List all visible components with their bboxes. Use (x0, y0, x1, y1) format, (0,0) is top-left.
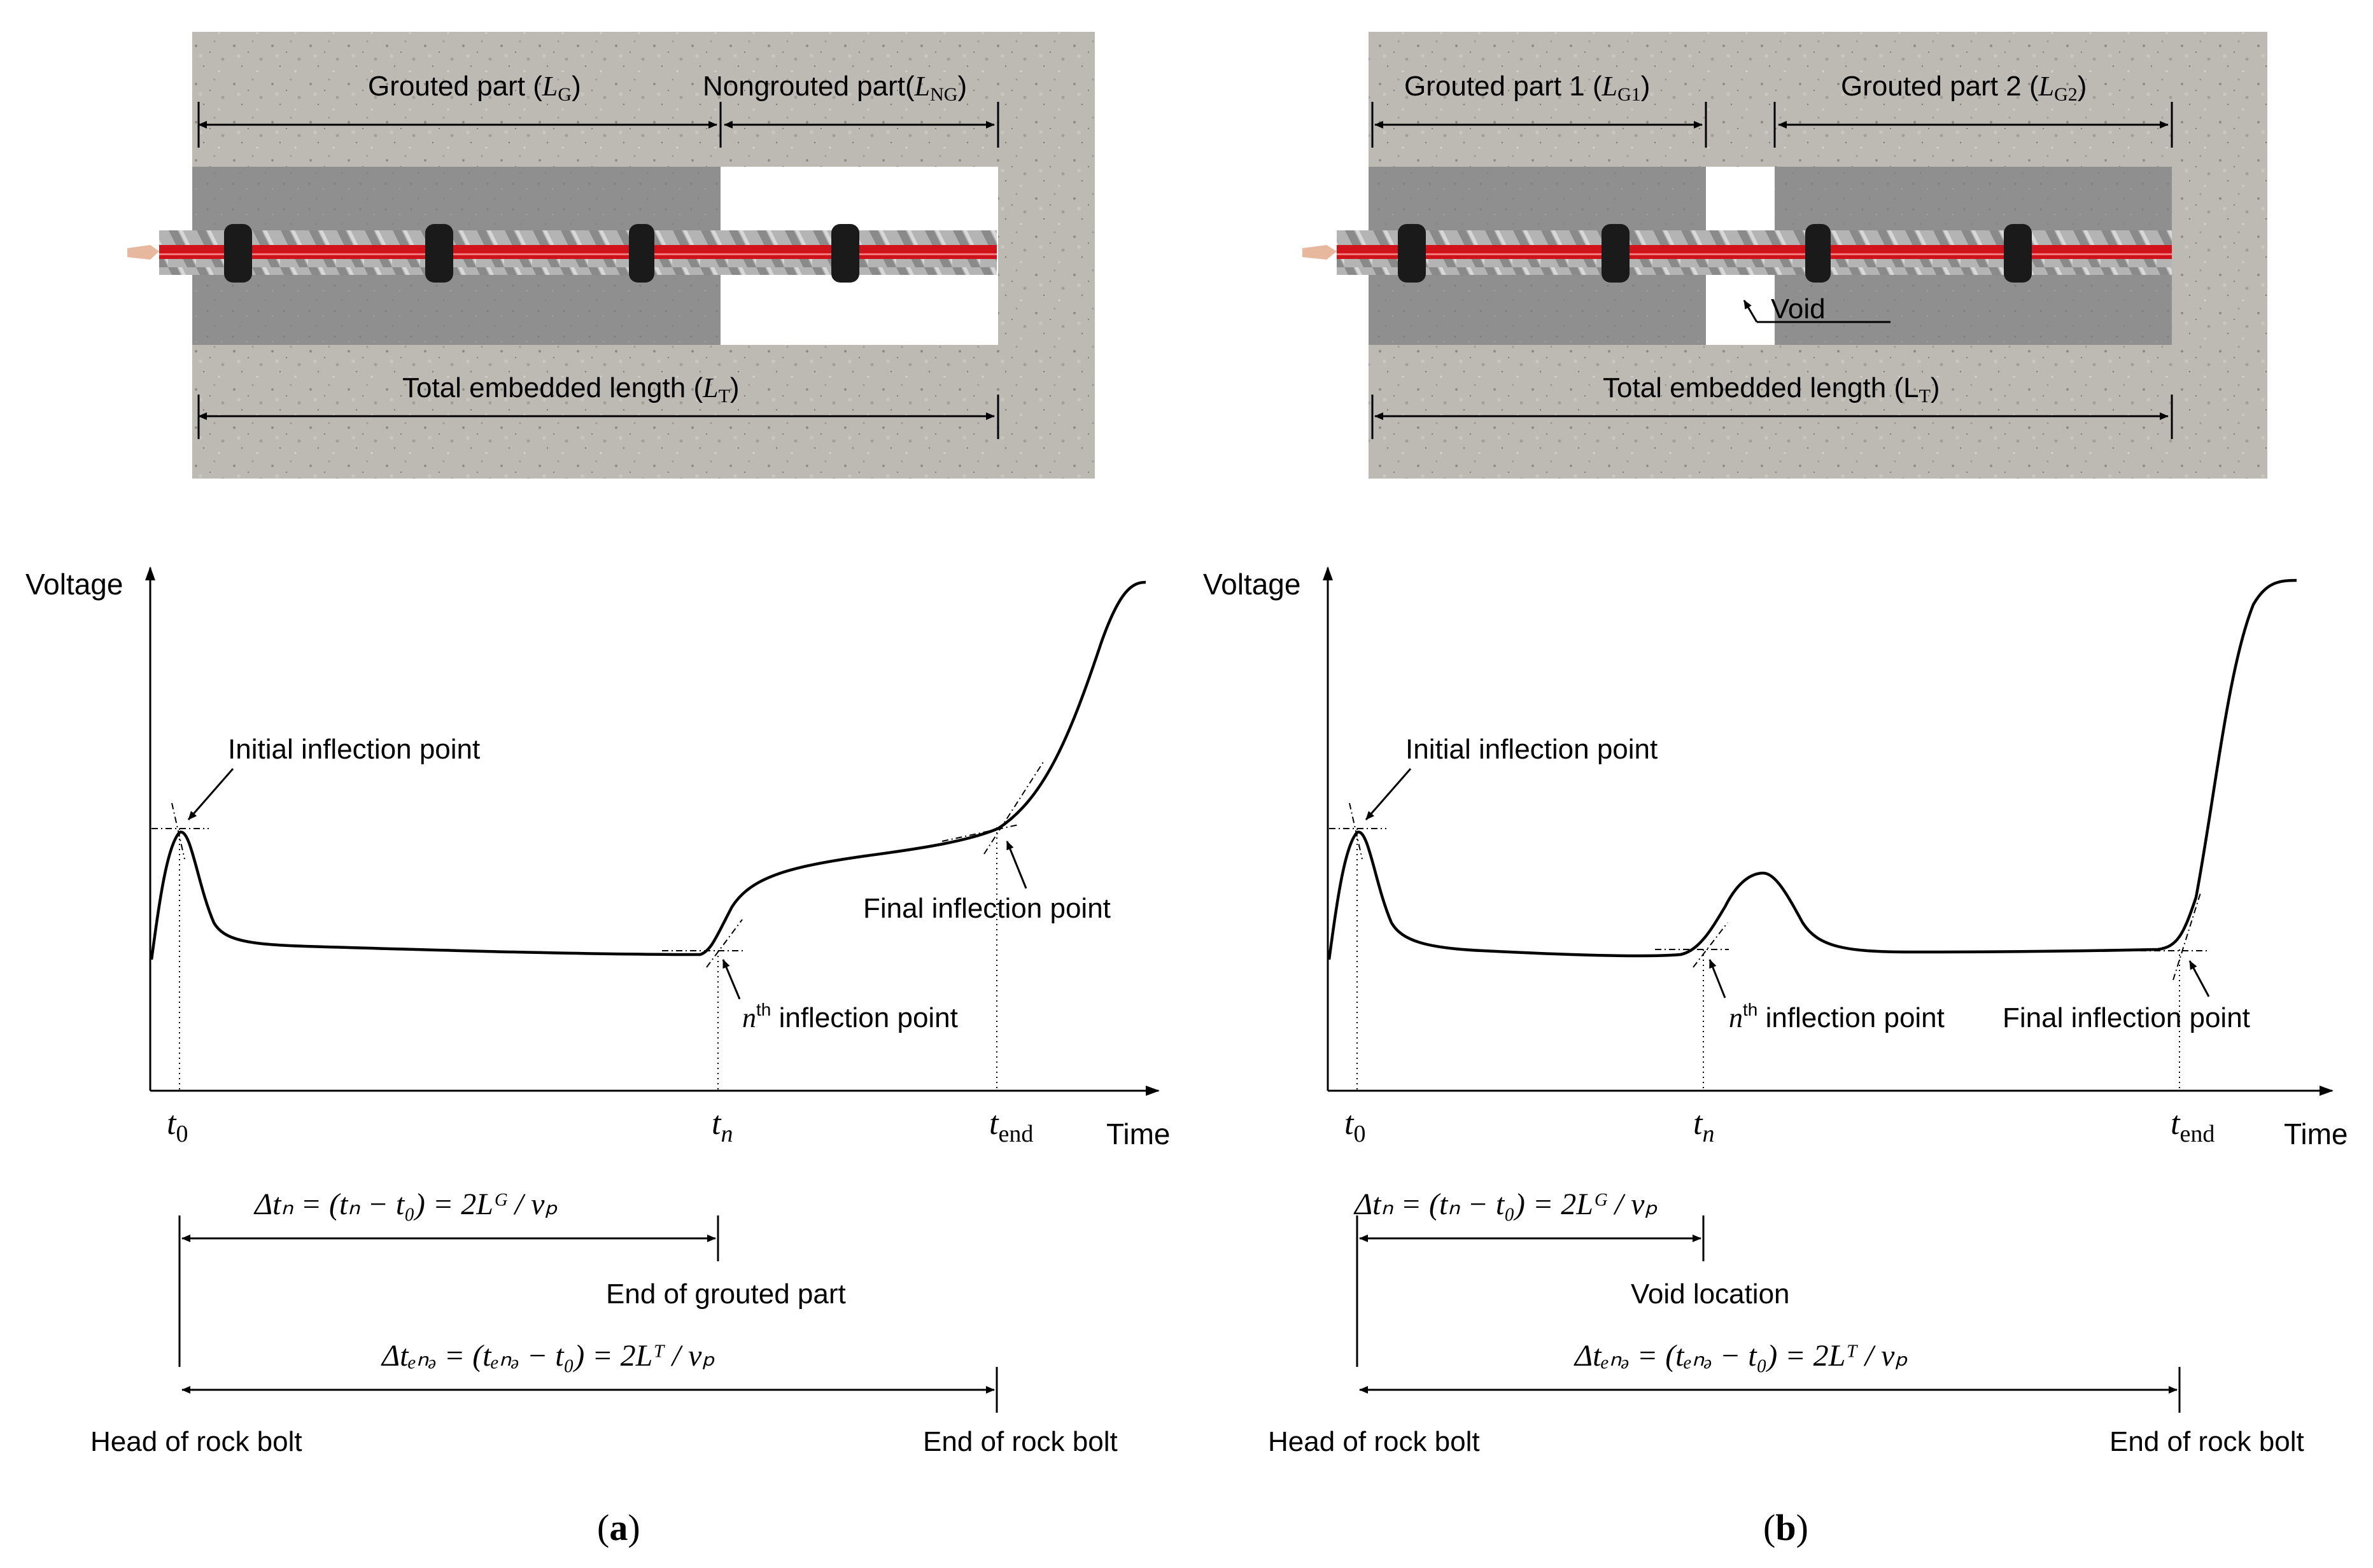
voltage-curve (150, 580, 1146, 960)
tick-tn: tn (712, 1105, 733, 1147)
nth-inflection-label: nth inflection point (742, 1000, 958, 1033)
initial-inflection-label: Initial inflection point (228, 734, 480, 765)
bolt-core-highlight (1337, 253, 2172, 255)
clip-2 (425, 224, 453, 283)
panel-a-diagram: Grouted part (LG) Nongrouted part(LNG) T… (127, 32, 1095, 479)
tick-tend: tend (989, 1105, 1033, 1147)
grouted-2-label: Grouted part 2 (LG2) (1841, 71, 2087, 105)
clip-1 (224, 224, 252, 283)
clip-4 (831, 224, 859, 283)
tick-tend: tend (2171, 1105, 2215, 1147)
mid-caption: End of grouted part (606, 1278, 846, 1310)
tick-t0: t0 (1344, 1105, 1365, 1147)
x-axis-label: Time (2284, 1117, 2348, 1151)
nth-inflection-label: nth inflection point (1729, 1000, 1945, 1033)
clip-2 (1602, 224, 1630, 283)
x-axis-label: Time (1106, 1117, 1171, 1151)
end-caption: End of rock bolt (923, 1426, 1118, 1457)
tick-tn: tn (1693, 1105, 1714, 1147)
panel-label-b: (b) (1763, 1507, 1808, 1548)
delta-n-formula: Δtₙ = (tₙ − t₀) = 2Lᴳ / vₚ (1353, 1187, 1658, 1221)
total-length-label: Total embedded length (LT) (1603, 372, 1940, 407)
bolt-core-highlight (159, 253, 997, 255)
grouted-1-label: Grouted part 1 (LG1) (1404, 71, 1650, 105)
bolt-core-red (1337, 245, 2172, 259)
inflection-tangents (1329, 802, 2209, 981)
void-label: Void (1771, 293, 1826, 325)
initial-inflection-label: Initial inflection point (1405, 734, 1658, 765)
grouted-label: Grouted part (LG) (368, 71, 581, 105)
clip-3 (1805, 224, 1831, 283)
final-inflection-label: Final inflection point (863, 893, 1111, 924)
mid-caption: Void location (1631, 1278, 1790, 1310)
panel-b-chart: Voltage Time Initial inflection point nt… (1203, 566, 2348, 1151)
voltage-curve (1327, 578, 2297, 960)
bolt-core-red (159, 245, 997, 259)
clip-4 (2004, 224, 2032, 283)
panel-letter: a (609, 1507, 628, 1548)
panel-letter: b (1775, 1507, 1796, 1548)
clip-3 (629, 224, 654, 283)
head-caption: Head of rock bolt (90, 1426, 302, 1457)
head-caption: Head of rock bolt (1268, 1426, 1480, 1457)
end-caption: End of rock bolt (2109, 1426, 2304, 1457)
clip-1 (1398, 224, 1426, 283)
delta-n-formula: Δtₙ = (tₙ − t₀) = 2Lᴳ / vₚ (253, 1187, 558, 1221)
y-axis-label: Voltage (1203, 568, 1300, 601)
delta-end-formula: Δtₑₙₔ = (tₑₙₔ − t₀) = 2Lᵀ / vₚ (1574, 1339, 1908, 1373)
panel-a-formulas: Δtₙ = (tₙ − t₀) = 2Lᴳ / vₚ End of groute… (90, 1187, 1118, 1548)
cable-tip (127, 245, 159, 260)
nongrouted-label: Nongrouted part(LNG) (703, 71, 967, 105)
final-inflection-label: Final inflection point (2003, 1002, 2250, 1033)
panel-b-diagram: Void Grouted part 1 (LG1) Grouted part 2… (1302, 32, 2267, 479)
panel-b-formulas: Δtₙ = (tₙ − t₀) = 2Lᴳ / vₚ Void location… (1268, 1187, 2304, 1548)
total-length-label: Total embedded length (LT) (402, 372, 740, 407)
panel-a-chart: Voltage Time Initial inflection point nt… (25, 566, 1171, 1151)
inflection-tangents (151, 760, 1045, 968)
y-axis-label: Voltage (25, 568, 123, 601)
cable-tip (1302, 245, 1337, 260)
panel-label-a: (a) (597, 1507, 640, 1548)
tick-t0: t0 (167, 1105, 188, 1147)
delta-end-formula: Δtₑₙₔ = (tₑₙₔ − t₀) = 2Lᵀ / vₚ (381, 1339, 715, 1373)
